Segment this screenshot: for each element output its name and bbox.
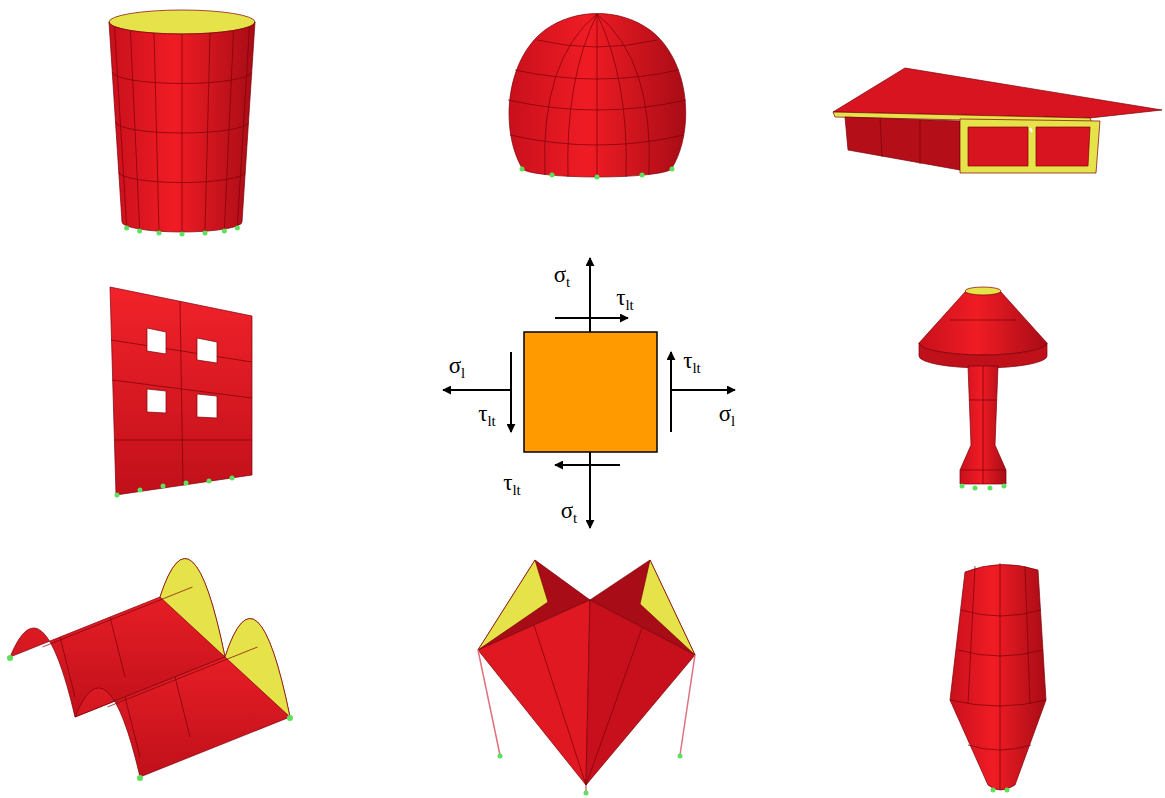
stress-label: σl xyxy=(449,354,466,381)
stress-element xyxy=(443,258,735,528)
barrel-vault-shell xyxy=(7,559,293,781)
stress-label: σl xyxy=(719,402,736,429)
stress-label: τlt xyxy=(683,349,701,376)
stress-label: σt xyxy=(554,263,571,290)
stress-label: τlt xyxy=(616,286,634,313)
hypar-umbrella-shell xyxy=(478,560,695,796)
dome-shell xyxy=(508,14,686,180)
wall-shell xyxy=(110,287,252,498)
silo-shell xyxy=(950,563,1046,793)
cylindrical-shell xyxy=(109,10,255,237)
mushroom-shell xyxy=(919,287,1047,491)
stress-label: σt xyxy=(561,499,578,526)
box-girder-shell xyxy=(833,68,1162,173)
stress-label: τlt xyxy=(478,402,496,429)
stress-label: τlt xyxy=(503,471,521,498)
